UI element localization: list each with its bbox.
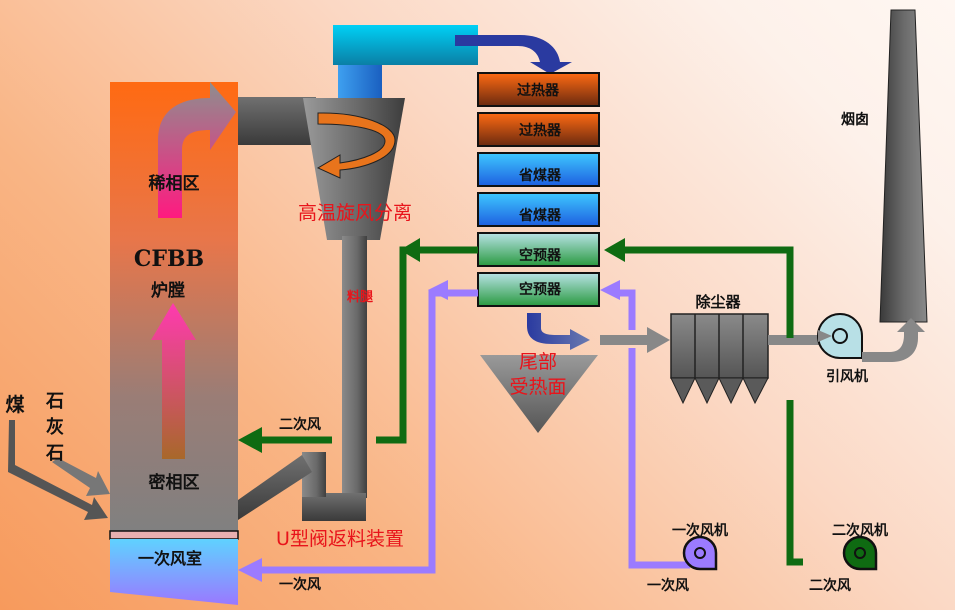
superheater-2-label: 过热器 [519, 122, 562, 139]
furnace-outlet-pipe [236, 97, 316, 145]
id-fan-label: 引风机 [826, 368, 868, 385]
cyclone-label: 高温旋风分离 [298, 202, 412, 224]
coal-label: 煤 [5, 394, 24, 416]
limestone-feed-arrow-icon [52, 458, 110, 496]
exhaust-arrow-icon [862, 318, 925, 362]
secondary-air-arrow-icon [400, 238, 420, 262]
furnace-label: 炉膛 [151, 280, 185, 301]
coal-feed-arrow-icon [8, 420, 108, 520]
primary-air-arrow-icon [600, 280, 620, 300]
flue-gas-duct [333, 25, 478, 65]
primary-air-arrow-icon [428, 280, 448, 300]
gas-to-dust-collector [600, 335, 650, 345]
standpipe [342, 236, 367, 498]
dust-collector-label: 除尘器 [695, 293, 741, 311]
tail-heating-surface [480, 355, 598, 433]
primary-air-arrow-icon [238, 558, 262, 582]
windbox-label: 一次风室 [138, 549, 202, 568]
economizer-2-label: 省煤器 [518, 207, 562, 224]
limestone-label-1: 石 [45, 391, 64, 412]
air-preheater-2-label: 空预器 [519, 281, 562, 298]
air-preheater-2 [477, 272, 600, 307]
standpipe-label: 料腿 [347, 289, 373, 305]
gas-to-id-fan [768, 335, 823, 345]
dilute-phase-label: 稀相区 [149, 173, 200, 194]
economizer-2 [477, 192, 600, 227]
swirl-arrow-icon [316, 112, 396, 179]
superheater-1-label: 过热器 [517, 82, 560, 99]
secondary-fan [842, 535, 878, 571]
secondary-fan-label: 二次风机 [832, 522, 888, 539]
economizer-1 [477, 152, 600, 187]
tail-heating-label-1: 尾部 [519, 351, 557, 373]
air-preheater-1 [477, 232, 600, 267]
limestone-label-2: 灰 [46, 416, 64, 438]
superheater-1 [477, 72, 600, 107]
superheater-2 [477, 112, 600, 147]
secondary-air-arrow-icon [238, 427, 262, 453]
primary-fan-label: 一次风机 [672, 522, 728, 539]
primary-fan [682, 535, 718, 571]
u-valve-bottom [302, 493, 366, 521]
chimney [879, 9, 928, 323]
primary-air-inlet-label: 一次风 [279, 576, 321, 593]
windbox [110, 539, 238, 605]
gas-flow-arrow-icon [158, 82, 236, 218]
economizer-1-label: 省煤器 [518, 167, 562, 184]
gas-arrow-head-icon [647, 327, 670, 353]
primary-air-line [258, 289, 690, 574]
dust-collector [670, 313, 769, 405]
tail-gas-arrow-icon [527, 313, 590, 350]
cyclone-outlet-pipe [338, 65, 382, 100]
upward-flow-arrow-icon [151, 303, 196, 459]
dense-phase-label: 密相区 [149, 472, 200, 493]
secondary-fan-air-label: 二次风 [809, 577, 851, 594]
air-preheater-1-label: 空预器 [519, 247, 562, 264]
u-valve-label: U型阀返料装置 [276, 528, 404, 550]
heat-exchanger-stack [477, 72, 600, 307]
chimney-label: 烟囱 [841, 111, 869, 128]
primary-fan-air-label: 一次风 [647, 577, 689, 594]
secondary-air-line [258, 246, 803, 566]
limestone-label-3: 石 [45, 443, 64, 464]
tail-heating-label-2: 受热面 [509, 376, 566, 398]
id-fan [817, 313, 863, 359]
return-leg-pipe [238, 455, 312, 520]
flue-gas-arrow-icon [455, 35, 572, 74]
secondary-air-inlet-label: 二次风 [279, 416, 321, 433]
secondary-air-arrow-icon [604, 238, 625, 262]
cfbb-label: CFBB [134, 246, 204, 272]
distributor-plate [109, 530, 239, 540]
